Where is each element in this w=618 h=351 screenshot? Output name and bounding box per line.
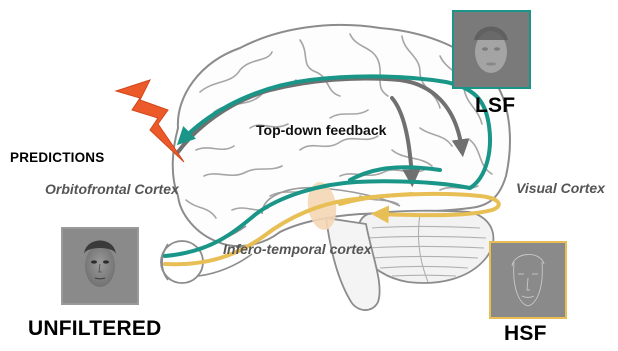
predictions-label: PREDICTIONS (10, 150, 104, 165)
unfiltered-face-image (62, 228, 138, 304)
lsf-face-image (453, 11, 530, 88)
infero-temporal-cortex-label: Infero-temporal cortex (223, 241, 372, 257)
lsf-label: LSF (475, 94, 515, 118)
top-down-feedback-label: Top-down feedback (256, 122, 386, 138)
lightning-bolt-icon (116, 80, 184, 162)
cerebellum (358, 211, 493, 283)
hsf-label: HSF (504, 322, 547, 346)
visual-cortex-label: Visual Cortex (516, 180, 605, 196)
unfiltered-label: UNFILTERED (28, 317, 161, 341)
hsf-face-image (490, 242, 566, 318)
orbitofrontal-cortex-label: Orbitofrontal Cortex (45, 181, 179, 197)
